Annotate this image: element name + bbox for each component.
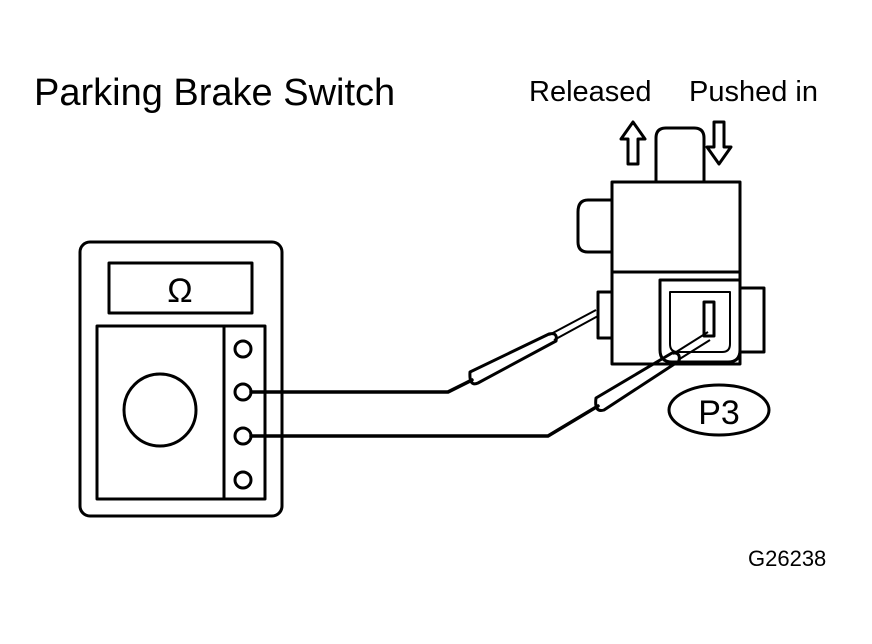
meter-jack-3 (233, 426, 253, 446)
switch-upper-body (610, 180, 742, 274)
meter-display (107, 261, 254, 315)
diagram-title: Parking Brake Switch (34, 72, 396, 114)
connector-label-p3: P3 (667, 383, 771, 437)
pushed-in-label: Pushed in (689, 76, 818, 108)
lead-wire-upper (249, 378, 474, 394)
meter-jack-2 (233, 382, 253, 402)
connector-p3-housing (658, 278, 742, 364)
released-label: Released (529, 76, 652, 108)
meter-dial-knob (122, 372, 198, 448)
arrow-down-icon (705, 120, 733, 166)
switch-mount-tab (576, 198, 614, 254)
ohm-icon: Ω (167, 272, 192, 310)
switch-plunger (654, 126, 706, 184)
connector-terminal (702, 300, 716, 338)
meter-body (78, 240, 284, 518)
figure-id: G26238 (748, 546, 827, 571)
meter-jack-1 (233, 339, 253, 359)
parking-brake-switch (576, 126, 766, 366)
meter-dial-panel (95, 324, 267, 501)
switch-lower-body (610, 270, 766, 366)
p3-ellipse (667, 383, 771, 437)
lead-wire-lower (249, 404, 600, 438)
arrow-up-icon (619, 120, 647, 166)
test-lead-lower (249, 331, 711, 438)
probe-handle-upper (468, 332, 558, 386)
probe-tip-upper (548, 309, 597, 336)
meter-jack-4 (233, 470, 253, 490)
ohmmeter: Ω (78, 240, 284, 518)
probe-tip-lower (672, 331, 709, 355)
test-lead-upper (249, 309, 599, 394)
p3-text: P3 (698, 394, 740, 432)
switch-terminal-stub (596, 290, 614, 340)
